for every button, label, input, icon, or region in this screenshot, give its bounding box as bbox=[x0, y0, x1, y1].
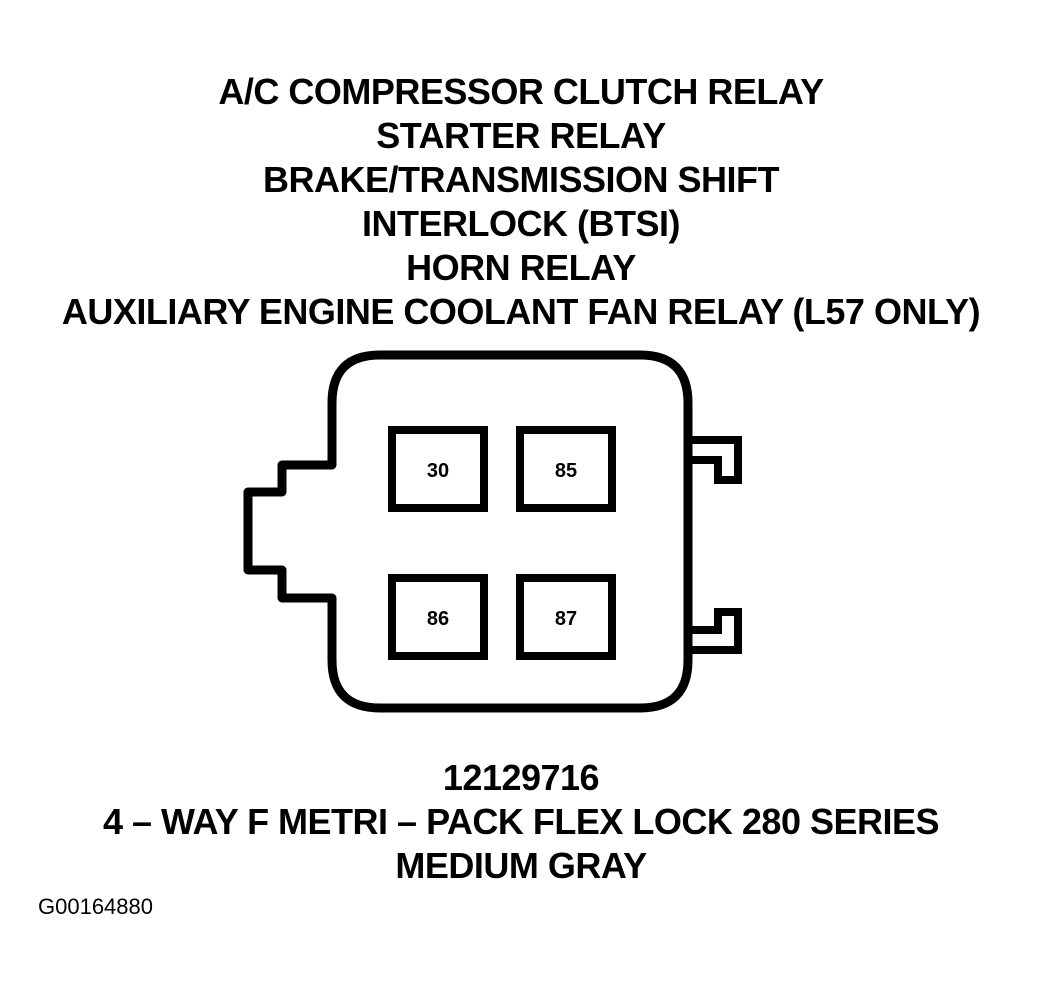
terminal-label: 30 bbox=[427, 460, 449, 482]
connector-color: MEDIUM GRAY bbox=[395, 845, 647, 886]
title-line: BRAKE/TRANSMISSION SHIFT bbox=[262, 159, 780, 200]
figure-id: G00164880 bbox=[38, 894, 153, 919]
title-line: AUXILIARY ENGINE COOLANT FAN RELAY (L57 … bbox=[61, 291, 981, 332]
connector-description: 4 – WAY F METRI – PACK FLEX LOCK 280 SER… bbox=[102, 801, 940, 842]
connector-latch-lower bbox=[688, 608, 742, 654]
terminal-label: 86 bbox=[427, 608, 449, 630]
terminal-cavity bbox=[516, 426, 616, 512]
title-line: INTERLOCK (BTSI) bbox=[362, 203, 680, 244]
part-number: 12129716 bbox=[442, 757, 600, 798]
connector-latch-upper bbox=[688, 436, 742, 484]
terminal-cavity bbox=[516, 574, 616, 660]
terminal-label: 87 bbox=[555, 608, 577, 630]
terminal-label: 85 bbox=[555, 460, 577, 482]
title-block: A/C COMPRESSOR CLUTCH RELAY STARTER RELA… bbox=[0, 70, 1042, 334]
title-line: HORN RELAY bbox=[406, 247, 636, 288]
footer-block: 12129716 4 – WAY F METRI – PACK FLEX LOC… bbox=[0, 756, 1042, 888]
terminal-cavity bbox=[388, 574, 488, 660]
terminal-cavity bbox=[388, 426, 488, 512]
connector-housing bbox=[243, 350, 693, 713]
title-line: STARTER RELAY bbox=[376, 115, 666, 156]
title-line: A/C COMPRESSOR CLUTCH RELAY bbox=[218, 71, 824, 112]
